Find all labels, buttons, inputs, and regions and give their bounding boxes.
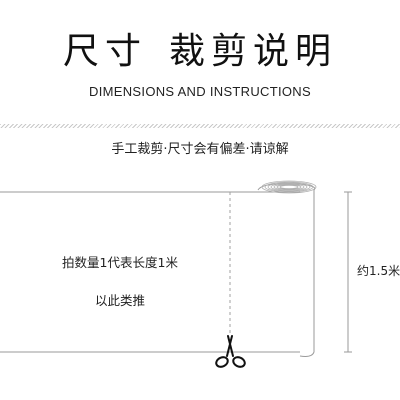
scissors-icon	[215, 335, 246, 368]
cutting-note: 手工裁剪·尺寸会有偏差·请谅解	[111, 142, 289, 157]
page-title: 尺寸裁剪说明	[0, 22, 400, 74]
roll-width-label: 约1.5米	[357, 264, 400, 278]
unrolled-sheet	[0, 191, 300, 353]
roll-illustration	[0, 180, 352, 368]
dimension-line	[344, 191, 352, 353]
page-subtitle: DIMENSIONS AND INSTRUCTIONS	[89, 84, 311, 99]
hatched-divider	[0, 124, 400, 128]
title-part-size: 尺寸	[62, 31, 147, 72]
quantity-rule-text: 拍数量1代表长度1米	[62, 255, 178, 270]
and-so-on-text: 以此类推	[94, 293, 145, 308]
title-part-cut-instructions: 裁剪说明	[169, 31, 338, 72]
roll-end	[261, 180, 317, 194]
roll-body	[257, 183, 316, 357]
